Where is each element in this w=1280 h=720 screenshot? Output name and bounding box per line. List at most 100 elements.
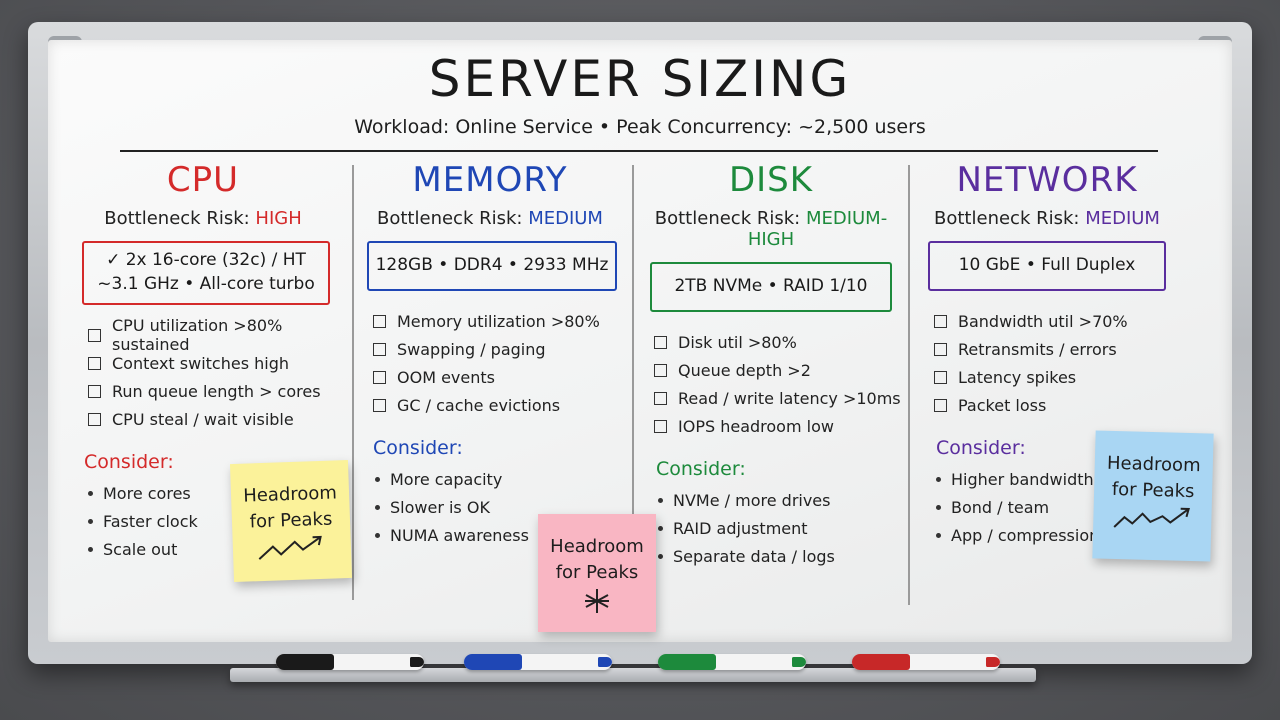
bullet-icon [936,476,941,482]
checkbox-icon[interactable] [934,342,947,356]
checkbox-icon[interactable] [934,370,947,384]
list-item: App / compression [932,521,1182,549]
checkbox-icon[interactable] [934,314,947,328]
list-item: NVMe / more drives [654,486,906,514]
memory-risk: Bottleneck Risk: MEDIUM [355,208,625,229]
checkbox-icon[interactable] [654,335,667,349]
checkbox-icon[interactable] [88,356,101,370]
star-icon [585,589,609,614]
checklist-item: Latency spikes [934,363,1182,391]
spec-line: 10 GbE • Full Duplex [958,255,1136,276]
spec-line: 2TB NVMe • RAID 1/10 [674,276,868,297]
marker-cap [852,654,910,670]
risk-level: MEDIUM [1085,208,1160,229]
disk-spec-box: 2TB NVMe • RAID 1/10 [650,262,892,312]
risk-label: Bottleneck Risk: [934,208,1086,229]
sticky-note[interactable]: Headroom for Peaks [538,514,656,632]
disk-checklist: Disk util >80% Queue depth >2 Read / wri… [654,328,906,440]
column-divider [352,165,354,600]
list-item: RAID adjustment [654,514,906,542]
network-spec-box: 10 GbE • Full Duplex [928,241,1166,291]
sticky-note[interactable]: Headroom for Peaks [229,459,353,583]
checkbox-icon[interactable] [88,384,101,398]
checklist-item: Context switches high [88,349,338,377]
checkbox-icon[interactable] [654,391,667,405]
spec-line: ~3.1 GHz • All-core turbo [97,274,315,294]
network-considerations: Higher bandwidth Bond / team App / compr… [932,465,1182,549]
disk-column: DISK Bottleneck Risk: MEDIUM-HIGH 2TB NV… [636,160,906,570]
checkbox-icon[interactable] [373,398,386,412]
list-item: Slower is OK [371,493,625,521]
cpu-column: CPU Bottleneck Risk: HIGH ✓ 2x 16-core (… [68,160,338,563]
network-title: NETWORK [956,160,1138,200]
bullet-icon [375,476,380,482]
marker-cap [464,654,522,670]
consider-heading: Consider: [936,437,1026,459]
risk-label: Bottleneck Risk: [377,208,529,229]
sticky-text: for Peaks [1111,479,1195,503]
risk-level: MEDIUM-HIGH [747,208,888,250]
checkbox-icon[interactable] [654,419,667,433]
marker-tip [986,657,1000,667]
checklist-item: Bandwidth util >70% [934,307,1182,335]
checklist-item: Queue depth >2 [654,356,906,384]
column-divider [908,165,910,605]
marker-cap [276,654,334,670]
checklist-item: IOPS headroom low [654,412,906,440]
bullet-icon [375,504,380,510]
spec-line: 128GB • DDR4 • 2933 MHz [375,255,609,276]
bullet-icon [375,532,380,538]
cpu-risk: Bottleneck Risk: HIGH [68,208,338,229]
memory-spec-box: 128GB • DDR4 • 2933 MHz [367,241,617,291]
list-item: Faster clock [84,507,338,535]
list-item: More capacity [371,465,625,493]
checkbox-icon[interactable] [88,412,101,426]
checklist-item: Retransmits / errors [934,335,1182,363]
checklist-item: Packet loss [934,391,1182,419]
bullet-icon [658,525,663,531]
sticky-note[interactable]: Headroom for Peaks [1092,430,1214,562]
checklist-item: CPU utilization >80% sustained [88,316,338,354]
checkbox-icon[interactable] [88,328,101,342]
risk-label: Bottleneck Risk: [104,208,256,229]
checklist-item: Swapping / paging [373,335,625,363]
disk-risk: Bottleneck Risk: MEDIUM-HIGH [636,208,906,250]
memory-checklist: Memory utilization >80% Swapping / pagin… [373,307,625,419]
title-underline [120,150,1158,152]
checkbox-icon[interactable] [373,370,386,384]
list-item: NUMA awareness [371,521,625,549]
risk-label: Bottleneck Risk: [654,208,806,229]
checkbox-icon[interactable] [373,342,386,356]
cpu-title: CPU [166,160,240,200]
checkbox-icon[interactable] [934,398,947,412]
bullet-icon [658,553,663,559]
marker-tip [410,657,424,667]
bullet-icon [658,497,663,503]
column-divider [632,165,634,605]
sticky-text: Headroom [242,482,338,507]
list-item: Higher bandwidth [932,465,1182,493]
checklist-item: CPU steal / wait visible [88,405,338,433]
network-checklist: Bandwidth util >70% Retransmits / errors… [934,307,1182,419]
bullet-icon [88,518,93,524]
bullet-icon [936,532,941,538]
list-item: Scale out [84,535,338,563]
disk-title: DISK [728,160,814,200]
black-marker[interactable] [276,654,424,670]
checkbox-icon[interactable] [373,314,386,328]
list-item: Bond / team [932,493,1182,521]
marker-tip [598,657,612,667]
blue-marker[interactable] [464,654,612,670]
cpu-spec-box: ✓ 2x 16-core (32c) / HT ~3.1 GHz • All-c… [82,241,330,305]
arrow-icon [258,536,322,561]
bullet-icon [88,546,93,552]
checklist-item: GC / cache evictions [373,391,625,419]
list-item: More cores [84,479,338,507]
marker-cap [658,654,716,670]
memory-considerations: More capacity Slower is OK NUMA awarenes… [371,465,625,549]
green-marker[interactable] [658,654,806,670]
red-marker[interactable] [852,654,1000,670]
checkbox-icon[interactable] [654,363,667,377]
board-subtitle: Workload: Online Service • Peak Concurre… [354,116,926,138]
spec-line: ✓ 2x 16-core (32c) / HT [106,250,306,271]
